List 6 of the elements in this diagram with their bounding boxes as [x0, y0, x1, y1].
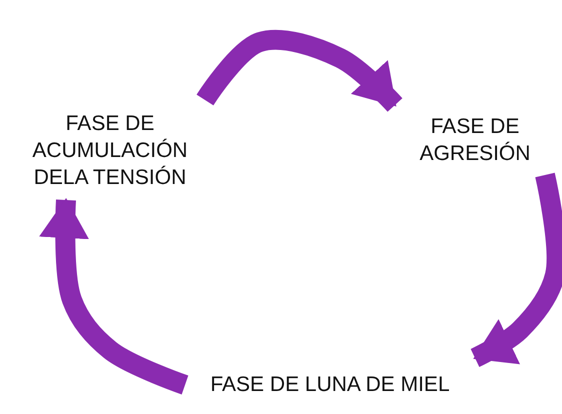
curved-arrow: [196, 30, 402, 112]
curved-arrow: [470, 172, 562, 367]
phase-label: FASE DE AGRESIÓN: [418, 114, 532, 167]
phase-label: FASE DE LUNA DE MIEL: [210, 372, 450, 398]
curved-arrow: [39, 198, 188, 394]
phase-label: FASE DE ACUMULACIÓN DELA TENSIÓN: [31, 110, 189, 190]
